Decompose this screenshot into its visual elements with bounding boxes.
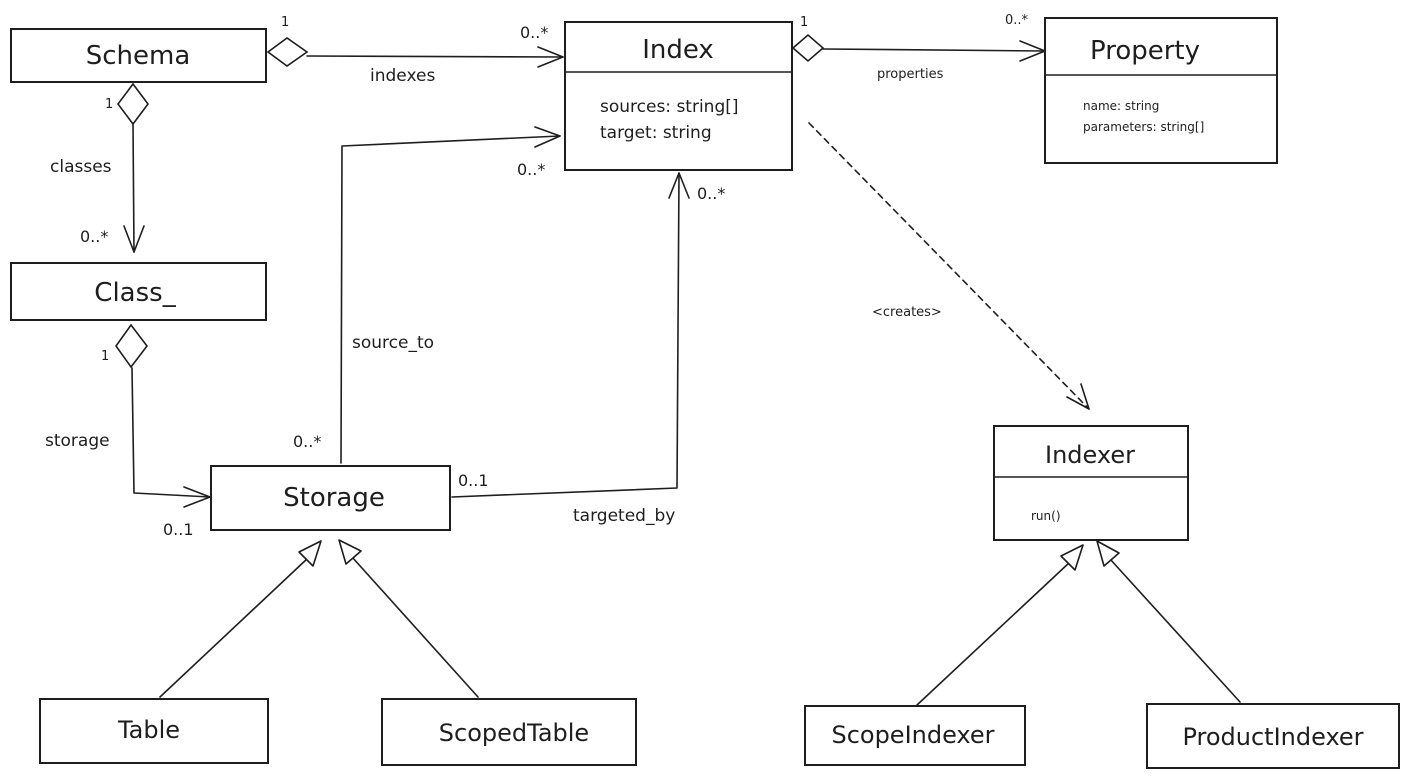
- aggregation-diamond: [115, 323, 149, 369]
- class-table[interactable]: Table: [39, 698, 269, 764]
- relation-label-creates: <creates>: [872, 305, 942, 320]
- class-scope-indexer[interactable]: ScopeIndexer: [804, 705, 1026, 766]
- class-attribute: sources: string[]: [600, 97, 739, 117]
- mult-targeted-by-source: 0..1: [458, 471, 489, 490]
- mult-schema-indexes-target: 0..*: [520, 23, 548, 42]
- mult-source-to-target: 0..*: [517, 160, 545, 179]
- aggregation-diamond: [266, 37, 309, 67]
- class-name: Indexer: [1045, 441, 1135, 469]
- relation-label-source-to: source_to: [352, 333, 434, 353]
- aggregation-diamond: [117, 82, 149, 126]
- mult-schema-classes-target: 0..*: [80, 227, 108, 246]
- relation-label-storage: storage: [45, 431, 110, 451]
- class-indexer[interactable]: Indexer run(): [993, 425, 1189, 541]
- mult-schema-indexes-source: 1: [281, 15, 289, 30]
- class-scoped-table[interactable]: ScopedTable: [381, 698, 637, 766]
- inheritance-triangle: [338, 539, 362, 565]
- relation-label-properties: properties: [877, 67, 944, 82]
- generalization-table-storage: [159, 540, 322, 698]
- relation-label-targeted-by: targeted_by: [573, 506, 675, 526]
- generalization-scopedtable-storage: [338, 539, 479, 698]
- class-product-indexer[interactable]: ProductIndexer: [1146, 703, 1400, 769]
- mult-targeted-by-target: 0..*: [697, 184, 725, 203]
- class-storage[interactable]: Storage: [210, 465, 451, 531]
- class-name: Storage: [283, 483, 385, 513]
- class-name: ProductIndexer: [1182, 723, 1363, 751]
- mult-class-storage-target: 0..1: [163, 520, 194, 539]
- mult-index-properties-source: 1: [800, 15, 808, 30]
- class-class[interactable]: Class_: [10, 262, 267, 321]
- relation-label-classes: classes: [50, 157, 112, 177]
- inheritance-triangle: [298, 540, 322, 567]
- class-name: Class_: [94, 278, 176, 308]
- aggregation-diamond: [791, 33, 825, 63]
- relation-class-storage: storage 1 0..1: [45, 323, 211, 539]
- class-property[interactable]: Property name: string parameters: string…: [1044, 17, 1278, 164]
- class-name: Table: [117, 716, 180, 744]
- relation-label-indexes: indexes: [370, 66, 435, 86]
- class-name: ScopeIndexer: [831, 721, 994, 749]
- relation-storage-source-to: source_to 0..* 0..*: [293, 126, 561, 464]
- class-name: Property: [1090, 36, 1200, 66]
- relation-index-creates-indexer: <creates>: [808, 122, 1090, 410]
- mult-class-storage-source: 1: [101, 349, 109, 364]
- class-name: Schema: [86, 41, 191, 71]
- class-attribute: target: string: [600, 123, 712, 143]
- class-index[interactable]: Index sources: string[] target: string: [564, 21, 793, 171]
- generalization-scopeindexer-indexer: [916, 544, 1084, 706]
- class-name: ScopedTable: [439, 719, 589, 747]
- relation-schema-classes: classes 1 0..*: [50, 82, 149, 253]
- class-attribute: parameters: string[]: [1083, 120, 1204, 134]
- relation-schema-indexes: indexes 1 0..*: [266, 15, 564, 86]
- mult-source-to-source: 0..*: [293, 432, 321, 451]
- class-name: Index: [642, 35, 714, 65]
- inheritance-triangle: [1060, 544, 1084, 571]
- class-method: run(): [1031, 509, 1061, 523]
- mult-schema-classes-source: 1: [105, 97, 113, 112]
- relation-index-properties: properties 1 0..*: [791, 13, 1046, 82]
- inheritance-triangle: [1096, 540, 1120, 567]
- class-schema[interactable]: Schema: [10, 28, 267, 83]
- mult-index-properties-target: 0..*: [1005, 13, 1029, 28]
- generalization-productindexer-indexer: [1096, 540, 1241, 703]
- class-attribute: name: string: [1083, 99, 1159, 113]
- relation-storage-targeted-by: targeted_by 0..1 0..*: [451, 172, 725, 526]
